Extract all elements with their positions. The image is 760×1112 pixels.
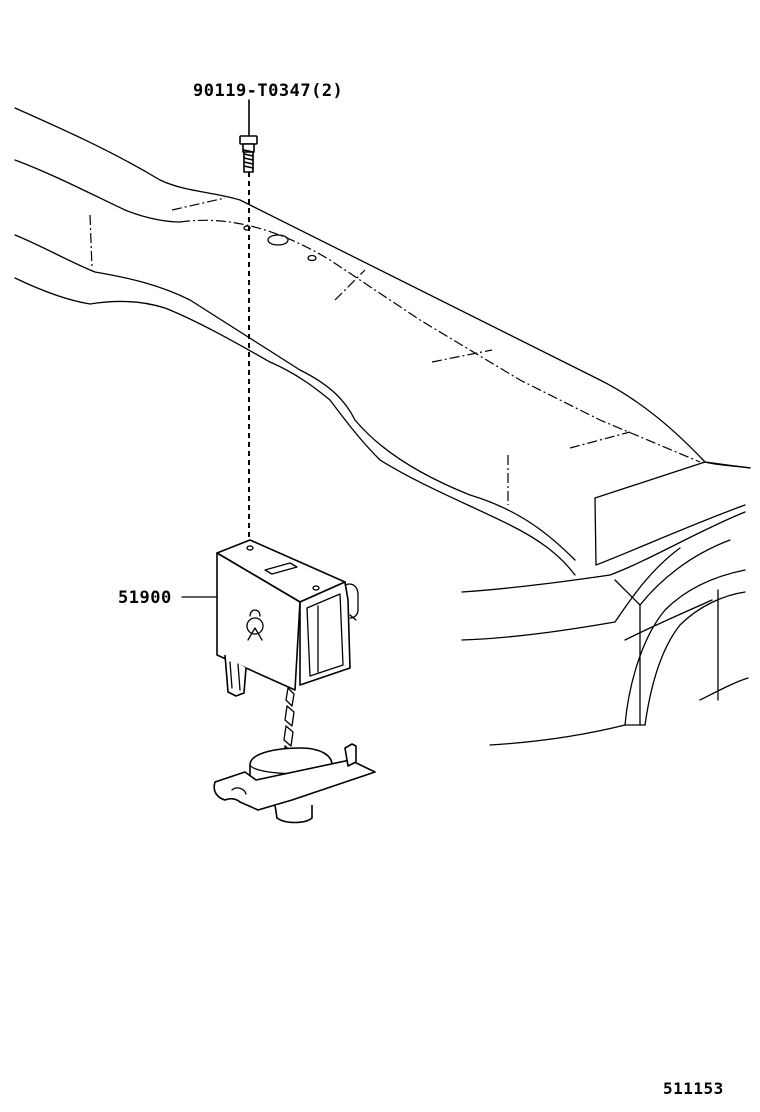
carrier-part-label: 51900 bbox=[118, 588, 172, 608]
spare-wheel-carrier-51900 bbox=[181, 539, 376, 824]
frame-cross-member bbox=[14, 107, 751, 576]
figure-number-label: 511153 bbox=[663, 1079, 724, 1098]
bolt-part-label: 90119-T0347(2) bbox=[193, 81, 344, 101]
side-frame-rail bbox=[461, 511, 749, 746]
bolt-90119 bbox=[239, 99, 258, 545]
